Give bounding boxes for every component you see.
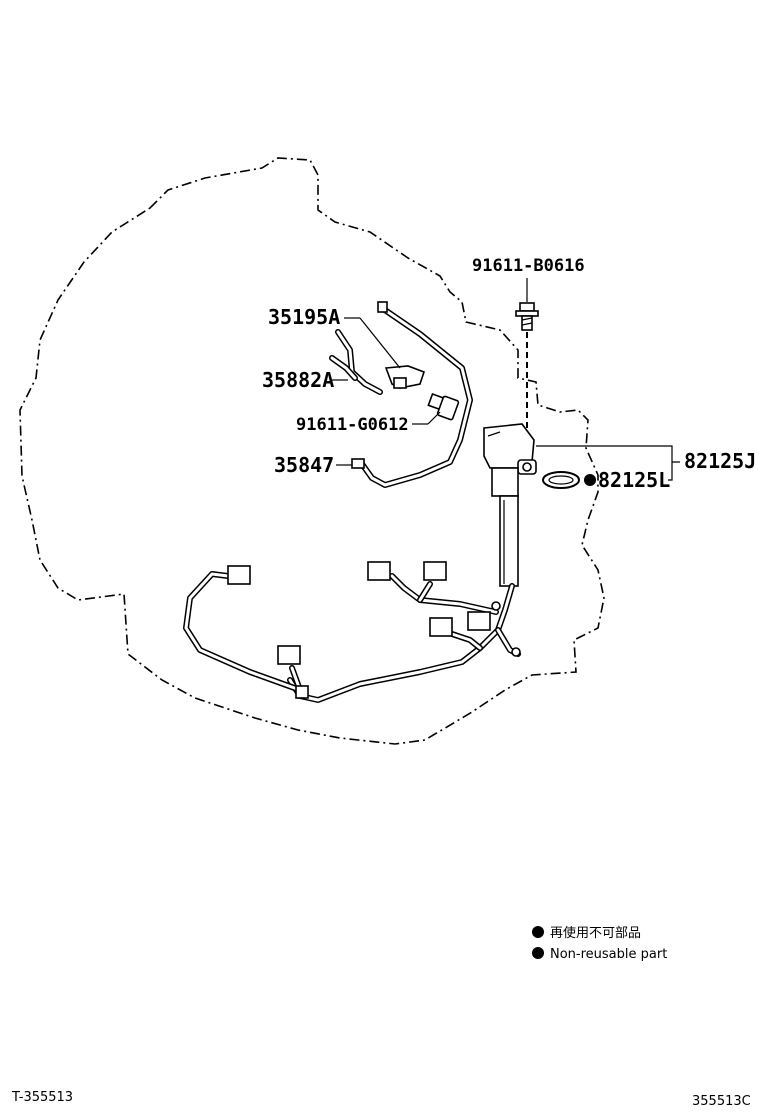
legend-en: Non-reusable part	[550, 947, 667, 962]
transmission-outline	[19, 157, 605, 745]
label-35195a: 35195A	[268, 305, 340, 329]
legend-dot-en	[532, 947, 544, 959]
label-91611-g0612: 91611-G0612	[296, 415, 409, 435]
legend-jp: 再使用不可部品	[550, 925, 641, 941]
tube-35847	[351, 301, 473, 488]
footer-left-code: T-355513	[11, 1090, 73, 1105]
legend-dot-jp	[532, 926, 544, 938]
label-82125l: 82125L	[598, 468, 670, 492]
bolt-91611-g0612	[427, 392, 460, 421]
hose-35882a	[329, 329, 383, 395]
label-91611-b0616: 91611-B0616	[472, 256, 585, 276]
leader-82125j	[536, 445, 680, 481]
leader-35195a	[359, 317, 401, 369]
footer-right-code: 355513C	[692, 1094, 751, 1109]
label-82125j: 82125J	[684, 449, 756, 473]
clamp-35195a	[384, 365, 426, 389]
non-reusable-dot	[584, 474, 596, 486]
wire-harness	[183, 561, 521, 703]
oring-82125l	[542, 471, 580, 489]
bolt-91611-b0616	[515, 302, 539, 331]
speed-sensor	[483, 423, 537, 587]
label-35882a: 35882A	[262, 368, 334, 392]
label-35847: 35847	[274, 453, 334, 477]
leader-91611-g0612-b	[427, 411, 441, 425]
